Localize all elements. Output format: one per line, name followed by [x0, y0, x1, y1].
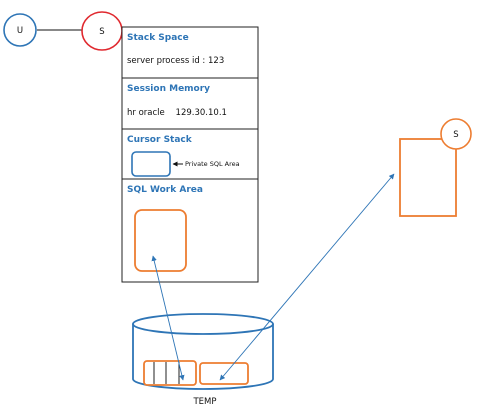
temp-tablespace: TEMP [132, 313, 274, 407]
temp-cylinder-top [132, 313, 274, 335]
user-process-label: U [17, 26, 23, 36]
sql-work-area-temp-arrow [151, 255, 185, 381]
temp-extent-segmented [143, 360, 197, 386]
sql-work-area-title: SQL Work Area [127, 185, 203, 195]
session-memory-text: hr oracle 129.30.10.1 [127, 108, 227, 118]
other-server-memory-box [399, 138, 457, 217]
user-process-circle [3, 13, 37, 47]
private-sql-area-label: Private SQL Area [185, 160, 240, 168]
user-process-node: U [3, 13, 37, 47]
server-process-label: S [99, 27, 104, 37]
sql-work-area-box [134, 209, 187, 272]
server-process-node: S [81, 11, 123, 51]
other-server-temp-arrow [219, 173, 395, 381]
pga-box: Stack Space server process id : 123 Sess… [121, 26, 259, 283]
other-server-label: S [453, 130, 458, 140]
temp-label: TEMP [192, 397, 216, 407]
cursor-stack-title: Cursor Stack [127, 135, 193, 145]
private-sql-area-box [131, 151, 171, 177]
other-server-circle [440, 118, 472, 150]
other-server-process: S [399, 118, 472, 217]
stack-space-text: server process id : 123 [127, 56, 224, 66]
stack-space-title: Stack Space [127, 33, 189, 43]
temp-extent-single [199, 362, 249, 385]
session-memory-title: Session Memory [127, 84, 210, 94]
